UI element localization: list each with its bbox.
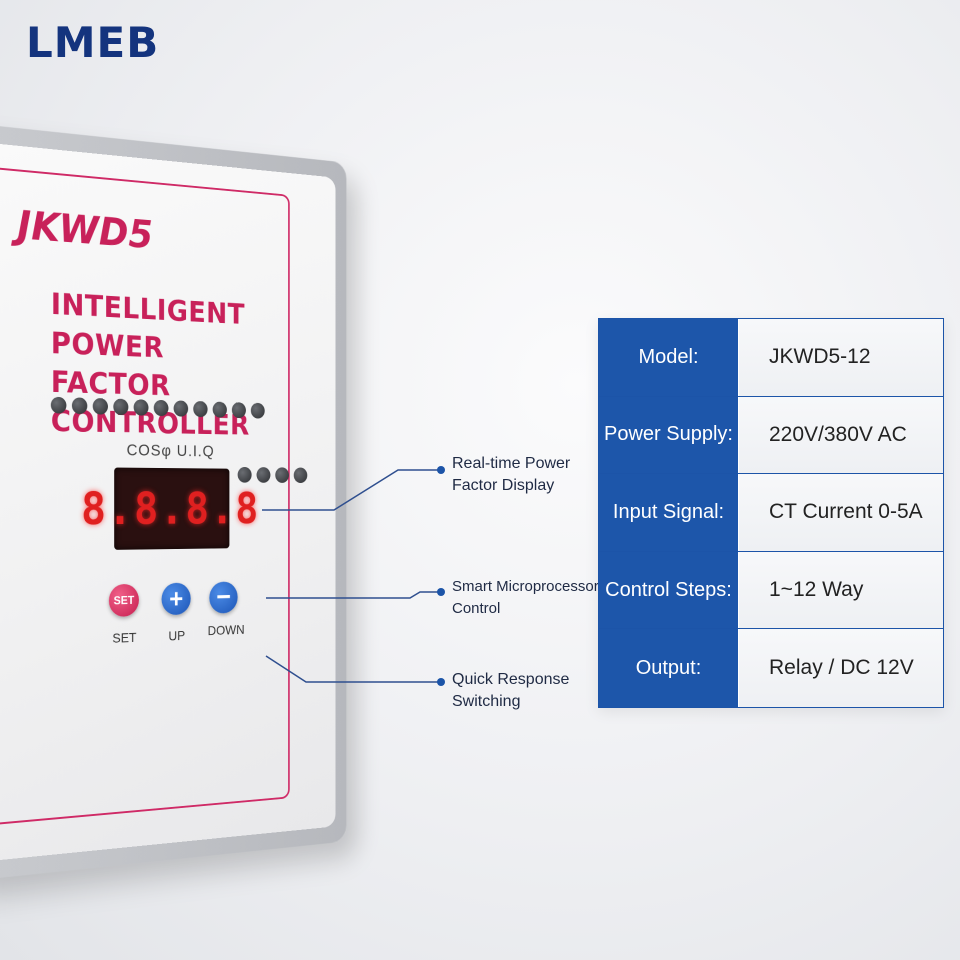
spec-key: Power Supply: — [599, 396, 739, 474]
switch-callout-line2: Switching — [452, 693, 521, 710]
display-callout: Real-time Power Factor Display — [452, 453, 570, 497]
spec-value: 1~12 Way — [739, 551, 943, 629]
spec-row: Input Signal: CT Current 0-5A — [599, 474, 943, 552]
spec-key: Model: — [599, 319, 739, 396]
control-callout: Smart Microprocessor Control — [452, 576, 599, 620]
brand-logo: LMEB — [26, 18, 160, 67]
spec-value: 220V/380V AC — [739, 396, 943, 474]
switch-callout-line1: Quick Response — [452, 671, 570, 688]
spec-value: JKWD5-12 — [739, 319, 943, 396]
display-callout-dot — [437, 466, 445, 474]
control-callout-line1: Smart Microprocessor — [452, 578, 599, 595]
switch-callout: Quick Response Switching — [452, 669, 569, 713]
display-callout-line1: Real-time Power — [452, 455, 571, 472]
control-leader-line — [266, 591, 440, 599]
spec-key: Input Signal: — [599, 474, 739, 551]
switch-leader-line — [265, 655, 440, 683]
spec-row: Power Supply: 220V/380V AC — [599, 396, 943, 475]
spec-table: Model: JKWD5-12 Power Supply: 220V/380V … — [598, 318, 944, 708]
control-callout-dot — [437, 588, 445, 596]
display-callout-line2: Factor Display — [452, 477, 555, 494]
spec-key: Output: — [599, 629, 739, 707]
spec-row: Output: Relay / DC 12V — [599, 629, 943, 707]
spec-row: Control Steps: 1~12 Way — [599, 551, 943, 630]
control-callout-line2: Control — [452, 600, 501, 617]
switch-callout-dot — [437, 678, 445, 686]
spec-value: Relay / DC 12V — [739, 629, 943, 707]
display-leader-line — [262, 469, 440, 511]
spec-value: CT Current 0-5A — [739, 474, 943, 551]
spec-row: Model: JKWD5-12 — [599, 319, 943, 397]
spec-key: Control Steps: — [599, 551, 739, 629]
